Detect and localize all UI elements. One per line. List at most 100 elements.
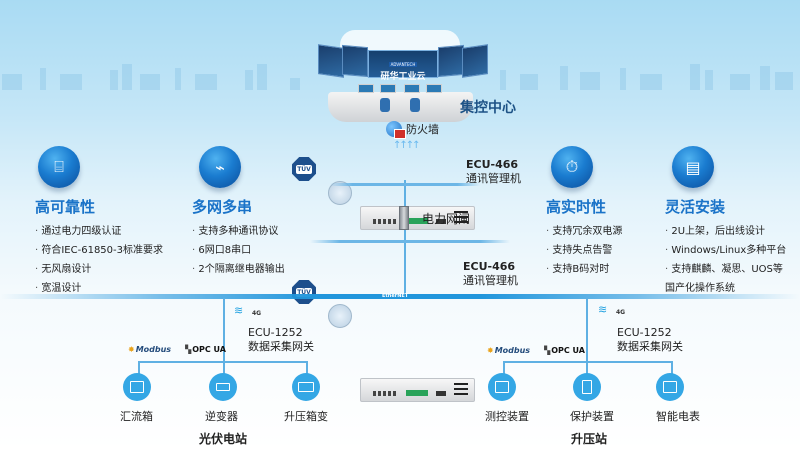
feature-title: 灵活安装: [665, 198, 726, 216]
protocol-logos: Modbus OPC UA: [128, 345, 226, 354]
measure-control-icon: [488, 373, 516, 401]
cloud-platform: ADVANTECH 研华工业云: [318, 38, 488, 86]
device-label: 升压箱变: [284, 410, 328, 423]
branch-drop: [671, 361, 673, 375]
dashboard-screen: [318, 44, 344, 78]
monitor-icon: [426, 84, 442, 93]
monitor-icon: [380, 84, 396, 93]
protection-device-icon: [573, 373, 601, 401]
feature-item: 2个隔离继电器输出: [192, 260, 284, 279]
feature-title: 多网多串: [192, 198, 253, 216]
tuv-cert-badge: TÜV: [292, 280, 316, 304]
wifi-icon: ≋: [234, 304, 244, 317]
dashboard-screen: [462, 44, 488, 78]
device-model: ECU-1252: [617, 326, 672, 339]
dashboard-screen: [342, 44, 368, 78]
ecu-1252-label: ECU-1252 数据采集网关: [617, 326, 683, 354]
chair-icon: [380, 98, 390, 112]
monitor-icon: [404, 84, 420, 93]
station-title: 光伏电站: [199, 432, 248, 446]
feature-reliability-text: 高可靠性 通过电力四级认证 符合IEC-61850-3标准要求 无风扇设计 宽温…: [35, 196, 163, 298]
dashboard-screen: [438, 44, 464, 78]
4g-icon: 4G: [616, 309, 626, 316]
device-desc: 通讯管理机: [463, 274, 518, 287]
ecu-1252-label: ECU-1252 数据采集网关: [248, 326, 314, 354]
device-inverter: [209, 373, 237, 401]
wifi-icon: ≋: [598, 303, 608, 316]
device-combiner-box: [123, 373, 151, 401]
firewall-icon: [386, 121, 406, 139]
smart-meter-icon: [656, 373, 684, 401]
protocol-logos: Modbus OPC UA: [487, 346, 585, 355]
feature-title: 高可靠性: [35, 198, 96, 216]
ecu-466-bottom-label: ECU-466 通讯管理机: [463, 260, 518, 288]
vertical-link-line: [404, 180, 406, 295]
device-model: ECU-466: [466, 158, 519, 171]
feature-multi-network: ⌁: [199, 146, 241, 188]
feature-flexible-install-text: 灵活安装 2U上架，后出线设计 Windows/Linux多种平台 支持麒麟、凝…: [665, 196, 786, 298]
station2-branch-line: [503, 361, 673, 363]
console-desk: [328, 92, 473, 122]
feature-item: 支持冗余双电源: [546, 222, 622, 241]
ecu-466-top-label: ECU-466 通讯管理机: [466, 158, 521, 186]
feature-item: Windows/Linux多种平台: [665, 241, 786, 260]
feature-list: 2U上架，后出线设计 Windows/Linux多种平台 支持麒麟、凝思、UOS…: [665, 222, 786, 298]
device-label: 测控装置: [485, 410, 529, 423]
power-gateway-device: [399, 206, 409, 230]
advantech-logo: ADVANTECH: [388, 62, 418, 67]
branch-drop: [306, 361, 308, 375]
firewall-label: 防火墙: [406, 123, 439, 136]
feature-list: 通过电力四级认证 符合IEC-61850-3标准要求 无风扇设计 宽温设计: [35, 222, 163, 298]
feature-title: 高实时性: [546, 198, 607, 216]
feature-item: 支持麒麟、凝思、UOS等: [665, 260, 786, 279]
feature-item: 2U上架，后出线设计: [665, 222, 786, 241]
feature-multi-network-text: 多网多串 支持多种通讯协议 6网口8串口 2个隔离继电器输出: [192, 196, 285, 279]
feature-item: 支持B码对时: [546, 260, 622, 279]
device-label: 智能电表: [656, 410, 700, 423]
device-label: 逆变器: [205, 410, 238, 423]
ethernet-bus-label: EtherNET: [382, 293, 409, 299]
modbus-logo: Modbus: [128, 345, 171, 354]
network-serial-icon: ⌁: [199, 146, 241, 188]
feature-real-time: ⏱: [551, 146, 593, 188]
ecu-466-bottom-device: [360, 378, 475, 402]
device-box-transformer: [292, 373, 320, 401]
ethernet-bus: [0, 294, 800, 299]
station1-drop-line: [223, 298, 225, 376]
opc-ua-logo: OPC UA: [185, 345, 226, 354]
power-gateway-label: 电力网闸: [422, 212, 471, 226]
cloud-brand-name: 研华工业云: [380, 72, 426, 82]
advantech-cloud-banner: ADVANTECH 研华工业云: [368, 50, 438, 82]
box-transformer-icon: [292, 373, 320, 401]
device-model: ECU-1252: [248, 326, 303, 339]
feature-item: 支持失点告警: [546, 241, 622, 260]
station2-drop-line: [586, 298, 588, 376]
chip-icon: ⌸: [38, 146, 80, 188]
stopwatch-icon: ⏱: [551, 146, 593, 188]
feature-item: 无风扇设计: [35, 260, 163, 279]
iec-cert-badge: [328, 304, 352, 328]
device-desc: 数据采集网关: [248, 340, 314, 353]
monitor-icon: [358, 84, 374, 93]
feature-real-time-text: 高实时性 支持冗余双电源 支持失点告警 支持B码对时: [546, 196, 622, 279]
feature-item: 符合IEC-61850-3标准要求: [35, 241, 163, 260]
control-console-illustration: [328, 84, 473, 124]
device-protection: [573, 373, 601, 401]
tuv-cert-badge: TÜV: [292, 157, 316, 181]
opc-ua-logo: OPC UA: [544, 346, 585, 355]
device-desc: 数据采集网关: [617, 340, 683, 353]
feature-item: 宽温设计: [35, 279, 163, 298]
device-desc: 通讯管理机: [466, 172, 521, 185]
feature-item: 通过电力四级认证: [35, 222, 163, 241]
feature-item: 支持多种通讯协议: [192, 222, 285, 241]
station1-branch-line: [138, 361, 308, 363]
city-skyline-background: [2, 64, 793, 90]
device-smart-meter: [656, 373, 684, 401]
rack-switch-icon: ▤: [672, 146, 714, 188]
device-label: 汇流箱: [120, 410, 153, 423]
inverter-icon: [209, 373, 237, 401]
ecu-466-top-device: [360, 206, 475, 230]
device-label: 保护装置: [570, 410, 614, 423]
top-tier-line: [330, 183, 480, 186]
feature-item: 6网口8串口: [192, 241, 285, 260]
